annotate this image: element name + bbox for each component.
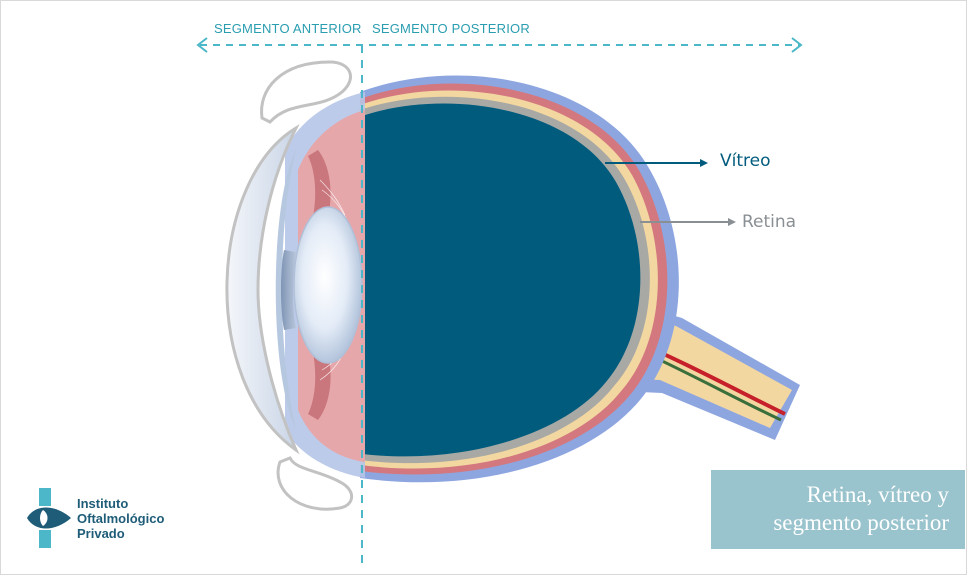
logo-eye-icon [27, 488, 71, 548]
lower-eyelid [276, 456, 354, 511]
ciliary-muscle-lower [308, 345, 331, 420]
segment-anterior-label: SEGMENTO ANTERIOR [214, 21, 362, 36]
logo-line-3: Privado [77, 526, 125, 541]
anterior-chamber [275, 150, 296, 430]
retina-label: Retina [742, 212, 797, 232]
cornea [225, 124, 300, 455]
ciliary-muscle-upper [308, 150, 331, 225]
upper-eyelid [260, 60, 352, 124]
title-text: Retina, vítreo y segmento posterior [773, 481, 949, 537]
segment-arrow [196, 37, 803, 53]
vitreo-label: Vítreo [720, 151, 771, 171]
title-line-2: segmento posterior [773, 510, 949, 535]
lens [293, 206, 363, 364]
logo-text: Instituto Oftalmológico Privado [77, 496, 164, 541]
title-box: Retina, vítreo y segmento posterior [711, 470, 965, 549]
segment-posterior-label: SEGMENTO POSTERIOR [372, 21, 530, 36]
iris [281, 250, 296, 330]
logo-line-2: Oftalmológico [77, 511, 165, 526]
logo: Instituto Oftalmológico Privado [25, 488, 225, 548]
title-line-1: Retina, vítreo y [806, 482, 949, 507]
logo-line-1: Instituto [77, 496, 129, 511]
vitreous-body [362, 103, 641, 457]
